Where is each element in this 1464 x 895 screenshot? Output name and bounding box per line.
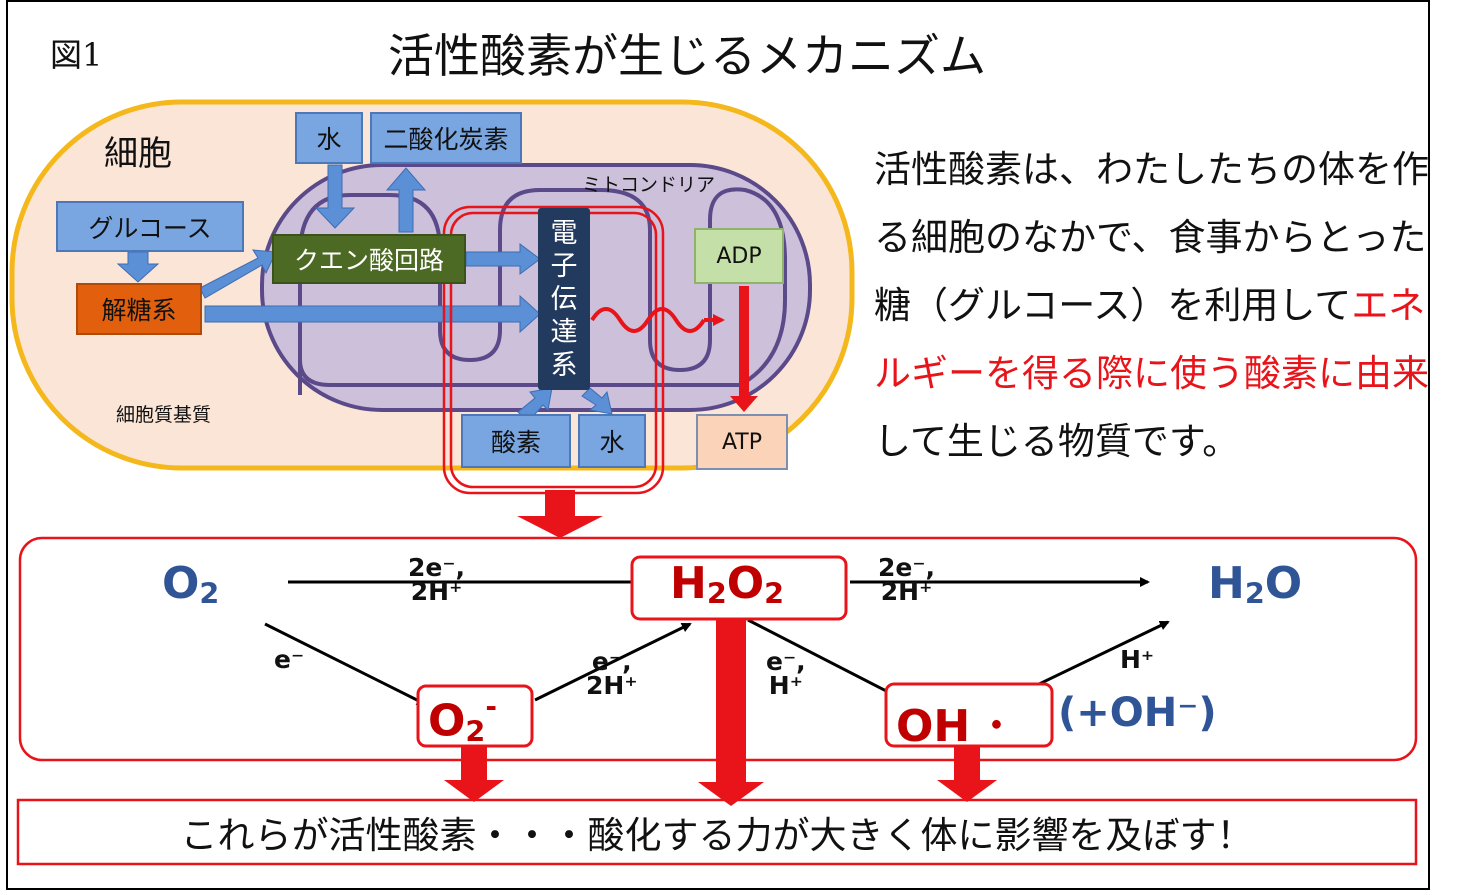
figure-frame xyxy=(6,0,1430,890)
citric-cycle-box: クエン酸回路 xyxy=(272,234,466,284)
mid-label-2: 2H⁺ xyxy=(586,671,638,700)
adp-box: ADP xyxy=(694,228,784,284)
conclusion-text: これらが活性酸素・・・酸化する力が大きく体に影響を及ぼす！ xyxy=(180,814,1254,857)
etc-char: 系 xyxy=(550,349,578,381)
oh-label-2: H⁺ xyxy=(768,671,803,700)
water-top-box: 水 xyxy=(295,112,363,164)
mitochondria-label: ミトコンドリア xyxy=(582,174,716,196)
h2o-formula: H2O xyxy=(1208,558,1302,611)
page-title: 活性酸素が生じるメカニズム xyxy=(388,29,986,83)
h2o2-formula: H2O2 xyxy=(670,558,784,611)
mid-label-1: e⁻, xyxy=(591,647,632,676)
superoxide-subscript: 2 xyxy=(465,714,486,749)
energy-wave xyxy=(590,307,706,333)
h2o2-h: H xyxy=(670,558,707,609)
description-part1: 活性酸素は、わたしたちの体を作る細胞のなかで、食事からとった糖（グルコース）を利… xyxy=(874,148,1429,327)
superoxide-charge: - xyxy=(485,690,497,723)
etc-char: 達 xyxy=(550,316,578,348)
description-text: 活性酸素は、わたしたちの体を作る細胞のなかで、食事からとった糖（グルコース）を利… xyxy=(874,136,1434,476)
top-left-label: 2e⁻,2H⁺ xyxy=(408,553,466,606)
mid-label: e⁻,2H⁺ xyxy=(586,647,638,700)
top-right-label-2: 2H⁺ xyxy=(880,577,933,606)
oh-label: e⁻,H⁺ xyxy=(766,647,806,700)
e-label: e⁻ xyxy=(274,645,305,674)
h2o-sub: 2 xyxy=(1244,576,1265,611)
description-part3: して生じる物質です。 xyxy=(874,420,1240,463)
mitochondria-outer xyxy=(260,163,812,412)
o2-formula: O2 xyxy=(162,558,219,611)
top-left-label-2: 2H⁺ xyxy=(410,577,463,606)
etc-char: 子 xyxy=(550,250,578,282)
h2o-o: O xyxy=(1264,558,1303,609)
top-right-label-1: 2e⁻, xyxy=(878,553,936,582)
conclusion-box xyxy=(16,798,1418,866)
o2-symbol: O xyxy=(162,558,200,609)
etc-char: 電 xyxy=(550,217,578,249)
etc-char: 伝 xyxy=(550,283,578,315)
superoxide-symbol: O xyxy=(428,695,466,747)
h2o-h: H xyxy=(1208,558,1245,609)
atp-box: ATP xyxy=(696,414,788,470)
superoxide-formula: O2- xyxy=(428,690,497,748)
figure-label: 図1 xyxy=(50,36,103,74)
oxygen-box: 酸素 xyxy=(461,414,571,468)
glycolysis-box: 解糖系 xyxy=(76,283,202,335)
top-right-label: 2e⁻,2H⁺ xyxy=(878,553,936,606)
cell-label: 細胞 xyxy=(104,134,172,174)
hydroxyl-formula: OH ･ xyxy=(896,701,1008,752)
cytoplasm-label: 細胞質基質 xyxy=(116,404,212,426)
conclusion-arrows xyxy=(444,619,997,806)
hydroxide-extra: (+OH⁻) xyxy=(1058,690,1217,736)
cell-arrows xyxy=(116,164,613,423)
down-arrow-main xyxy=(545,490,575,516)
o2-subscript: 2 xyxy=(199,576,220,611)
h2o2-o: O xyxy=(726,558,765,609)
oh-label-1: e⁻, xyxy=(766,647,806,676)
glucose-box: グルコース xyxy=(56,201,244,252)
electron-transport-chain-box: 電 子 伝 達 系 xyxy=(538,208,590,390)
co2-box: 二酸化炭素 xyxy=(370,112,522,164)
description-highlight: エネルギーを得る際に使う酸素に由来 xyxy=(874,284,1429,395)
top-left-label-1: 2e⁻, xyxy=(408,553,466,582)
h2o2-sub1: 2 xyxy=(706,576,727,611)
h2o2-sub2: 2 xyxy=(764,576,785,611)
water-bottom-box: 水 xyxy=(578,414,646,468)
h-label: H⁺ xyxy=(1120,645,1155,674)
